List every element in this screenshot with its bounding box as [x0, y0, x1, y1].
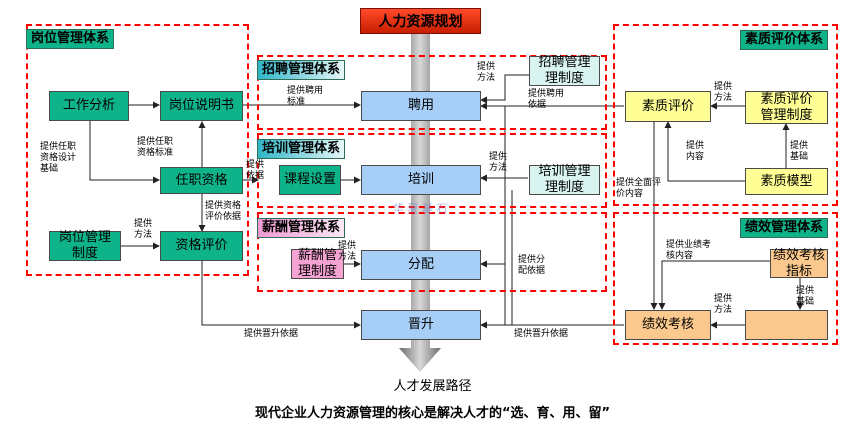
label-method-train: 提供 方法 [489, 152, 508, 173]
box-train-system: 培训管理 理制度 [529, 164, 600, 195]
label-qual-std: 提供任职 资格标准 [137, 137, 174, 158]
label-method-perf: 提供 方法 [714, 294, 733, 315]
label-qual-eval-basis: 提供资格 评价依据 [205, 201, 242, 222]
label-dist-basis: 提供分 配依据 [518, 255, 546, 276]
box-promote: 晋升 [361, 310, 481, 340]
group-title-training: 培训管理体系 [257, 139, 346, 159]
label-hire-basis: 提供聘用 依据 [528, 89, 565, 110]
group-title-quality: 素质评价体系 [740, 30, 829, 50]
label-content-quality: 提供 内容 [686, 141, 705, 162]
label-method-recruit: 提供 方法 [477, 62, 496, 83]
box-distribute: 分配 [361, 250, 481, 280]
box-perf-eval: 绩效考核 [625, 310, 711, 340]
label-base-perf: 提供 基础 [796, 286, 815, 307]
label-hire-std: 提供聘用 标准 [287, 86, 324, 107]
group-training [257, 133, 607, 208]
group-title-perf: 绩效管理体系 [740, 218, 829, 238]
group-recruit [257, 55, 607, 130]
diagram-caption: 现代企业人力资源管理的核心是解决人才的“选、育、用、留” [254, 406, 611, 421]
box-quality-eval: 素质评价 [625, 91, 711, 122]
talent-path-label: 人才发展路径 [393, 379, 472, 394]
box-job-qual: 任职资格 [160, 167, 243, 194]
label-promote-basis-right: 提供晋升依据 [514, 329, 569, 339]
group-title-salary: 薪酬管理体系 [257, 218, 346, 238]
label-qual-basis: 提供任职 资格设计 基础 [40, 142, 77, 174]
watermark-logo: 华 夏 基 石 [393, 202, 448, 215]
group-perf [613, 212, 838, 345]
box-salary-system: 薪酬管 理制度 [291, 248, 344, 279]
box-quality-model: 素质模型 [745, 168, 828, 195]
central-arrow-shaft [399, 34, 441, 372]
box-train: 培训 [361, 165, 481, 195]
box-perf-index: 绩效考核 指标 [770, 248, 828, 279]
group-title-post: 岗位管理体系 [26, 29, 115, 49]
label-promote-basis-left: 提供晋升依据 [244, 329, 299, 339]
group-post [26, 24, 249, 276]
label-method-salary: 提供 方法 [338, 241, 357, 262]
group-salary [257, 212, 607, 292]
box-job-desc: 岗位说明书 [160, 91, 243, 121]
label-method-quality: 提供 方法 [714, 82, 733, 103]
box-post-system: 岗位管理 制度 [49, 230, 121, 261]
group-title-recruit: 招聘管理体系 [257, 60, 346, 80]
box-perf-system [745, 310, 828, 340]
label-base-quality: 提供 基础 [790, 141, 809, 162]
label-method-post: 提供 方法 [134, 219, 153, 240]
box-hire: 聘用 [361, 91, 481, 121]
box-recruit-system: 招聘管理 理制度 [529, 55, 600, 86]
box-quality-system: 素质评价 管理制度 [745, 91, 828, 124]
label-train-basis: 提供 依据 [246, 160, 265, 181]
box-course: 课程设置 [279, 165, 341, 195]
label-perf-content: 提供业绩考 核内容 [666, 240, 712, 261]
hr-planning-title: 人力资源规划 [360, 8, 481, 34]
box-qual-eval: 资格评价 [160, 231, 243, 261]
box-job-analysis: 工作分析 [49, 91, 129, 121]
group-quality [613, 24, 838, 206]
label-full-eval: 提供全面评 价内容 [616, 178, 662, 199]
